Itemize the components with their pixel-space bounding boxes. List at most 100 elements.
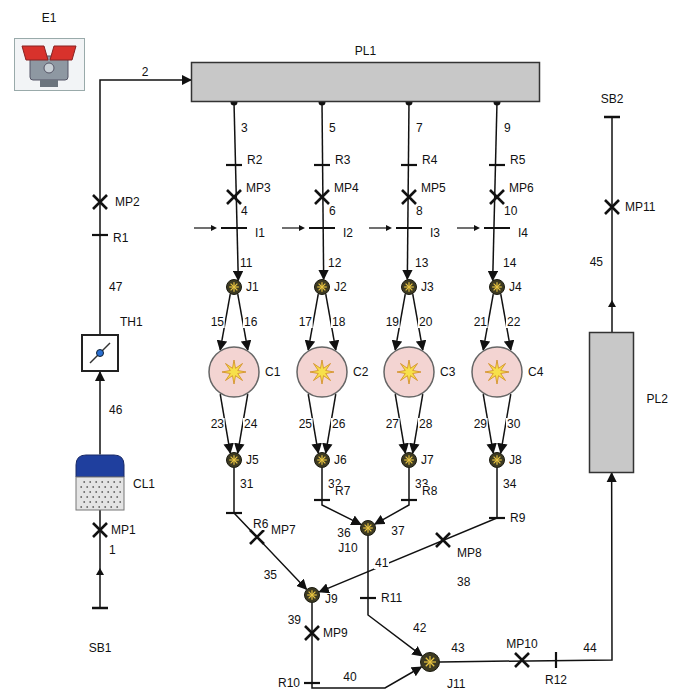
pipe-number: 23: [210, 418, 225, 430]
callout-label: MP3: [245, 182, 272, 194]
cylinder-circle: [297, 347, 347, 397]
pipe-number: 27: [385, 418, 400, 430]
pipe-connector: [234, 102, 238, 280]
junction-circle: [490, 280, 505, 295]
callout-label: 42: [412, 622, 427, 634]
callout-label: MP10: [505, 638, 538, 650]
pipe-number: 26: [331, 418, 346, 430]
callout-label: R3: [334, 154, 351, 166]
callout-label: MP9: [322, 627, 349, 639]
part-label: J1: [245, 281, 260, 293]
callout-label: MP5: [420, 182, 447, 194]
pipe-number: 15: [210, 316, 225, 328]
junction-circle: [402, 453, 417, 468]
pipe-connector: [493, 102, 497, 280]
pipe-number: 22: [506, 316, 521, 328]
junction-circle: [227, 280, 242, 295]
part-label: C3: [439, 366, 456, 378]
junction-circle: J4: [489, 279, 505, 295]
shape-outline: [471, 346, 523, 398]
callout-label: 10: [503, 205, 518, 217]
callout-label: 34: [502, 478, 517, 490]
flow-arrow: [96, 300, 616, 575]
callout-label: R5: [509, 154, 526, 166]
part-label: PL1: [354, 45, 377, 57]
shape-outline: [304, 587, 320, 603]
callout-label: MP8: [456, 547, 483, 559]
callout-label: SB1: [88, 642, 113, 654]
callout-label: MP2: [114, 196, 141, 208]
boundary-end: [92, 117, 620, 608]
callout-label: 46: [108, 404, 123, 416]
junction-circle: [305, 588, 320, 603]
shape-outline: [314, 452, 330, 468]
callout-label: 41: [374, 557, 389, 569]
callout-label: I4: [517, 227, 529, 239]
pipe-connector: [234, 468, 306, 589]
cylinder-circle: [209, 347, 259, 397]
pipe-number: 30: [506, 418, 521, 430]
callout-label: 36: [336, 527, 351, 539]
callout-label: R12: [544, 674, 568, 686]
pipe-number: 29: [473, 418, 488, 430]
cylinder-circle: C2: [296, 346, 348, 398]
callout-label: R7: [334, 485, 351, 497]
part-label: J2: [333, 281, 348, 293]
part-label: J7: [420, 454, 435, 466]
callout-label: 37: [390, 525, 405, 537]
junction-circle: [315, 280, 330, 295]
part-label: J11: [446, 678, 466, 690]
part-label: C1: [264, 366, 281, 378]
callout-label: 45: [589, 256, 604, 268]
shape-outline: [76, 455, 124, 510]
pipe-connector: [440, 473, 612, 662]
monitor-point: [93, 190, 619, 667]
callout-label: E1: [41, 12, 58, 24]
callout-label: MP4: [333, 182, 360, 194]
pipe-number: 19: [385, 316, 400, 328]
shape-outline: [489, 452, 505, 468]
pipe-number: 17: [298, 316, 313, 328]
cylinder-circle: C1: [208, 346, 260, 398]
junction-circle: J8: [489, 452, 505, 468]
pipe-connector: [99, 372, 101, 455]
callout-label: 12: [327, 257, 342, 269]
part-label: J9: [324, 593, 339, 605]
callout-label: 14: [502, 257, 517, 269]
callout-label: 44: [582, 642, 597, 654]
plenum-box: PL2: [589, 332, 634, 473]
part-label: C2: [352, 366, 369, 378]
callout-label: 9: [503, 122, 512, 134]
junction-circle: J7: [401, 452, 417, 468]
callout-label: 35: [263, 569, 278, 581]
cylinder-circle: C3: [383, 346, 435, 398]
junction-circle: [361, 521, 376, 536]
part-label: J4: [508, 281, 523, 293]
junction-circle: J11: [420, 652, 440, 672]
part-label: J6: [333, 454, 348, 466]
callout-label: R9: [509, 512, 526, 524]
shape-outline: [314, 279, 330, 295]
callout-label: R1: [112, 232, 129, 244]
pipe-connector: [319, 468, 497, 592]
pipe-number: 28: [418, 418, 433, 430]
junction-circle: J3: [401, 279, 417, 295]
callout-label: R8: [421, 485, 438, 497]
callout-label: MP1: [110, 524, 137, 536]
cylinder-circle: [472, 347, 522, 397]
shape-outline: [420, 652, 440, 672]
callout-label: R11: [380, 592, 403, 604]
shape-outline: [489, 279, 505, 295]
callout-label: 6: [328, 205, 337, 217]
shape-outline: [226, 279, 242, 295]
callout-label: 43: [450, 642, 465, 654]
pipe-connector: [368, 536, 422, 656]
callout-label: I2: [342, 227, 354, 239]
junction-circle: J6: [314, 452, 330, 468]
callout-label: MP11: [624, 201, 656, 213]
part-label: TH1: [119, 316, 144, 328]
callout-label: 2: [141, 66, 150, 78]
